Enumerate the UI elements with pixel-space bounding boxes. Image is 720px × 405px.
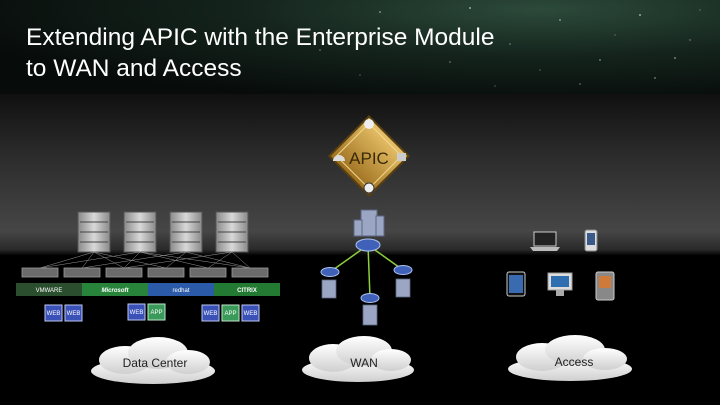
router-icon <box>355 238 381 252</box>
cloud-wan <box>302 336 414 382</box>
slide-title: Extending APIC with the Enterprise Modul… <box>26 22 494 84</box>
branch-building-icon <box>362 304 378 326</box>
hypervisor-bar: VMWARE Microsoft redhat CITRIX <box>16 283 280 296</box>
router-icon <box>320 267 340 277</box>
laptop-icon <box>530 231 560 251</box>
apic-controller: APIC <box>327 114 411 198</box>
cloud-access <box>508 335 632 381</box>
vendor-citrix: CITRIX <box>237 288 257 294</box>
router-icon <box>360 293 380 303</box>
building-icon <box>353 209 385 237</box>
starfield-background <box>319 7 701 87</box>
workload-tiles: WEB WEB WEB APP WEB APP WEB <box>44 303 260 322</box>
title-line-1: Extending APIC with the Enterprise Modul… <box>26 24 495 51</box>
datacenter-servers <box>21 211 269 278</box>
branch-building-icon <box>321 279 337 299</box>
cloud-label-wan: WAN <box>350 356 378 370</box>
clock-icon <box>363 182 375 194</box>
gauge-icon <box>333 155 345 161</box>
vendor-redhat: redhat <box>172 288 189 294</box>
title-line-2: to WAN and Access <box>26 55 242 82</box>
cloud-data-center <box>91 337 215 384</box>
tile-web: WEB <box>67 311 81 317</box>
tile-web: WEB <box>204 311 218 317</box>
cloud-label-access: Access <box>554 355 594 369</box>
branch-building-icon <box>395 278 411 298</box>
slide-header: Extending APIC with the Enterprise Modul… <box>0 0 720 94</box>
access-devices <box>506 229 615 301</box>
tile-app: APP <box>224 311 236 317</box>
vendor-microsoft: Microsoft <box>102 288 130 294</box>
router-icon <box>393 265 413 275</box>
cloud-label-data-center: Data Center <box>122 356 188 370</box>
user-icon <box>364 119 374 129</box>
tile-app: APP <box>150 310 162 316</box>
tile-web: WEB <box>130 310 144 316</box>
tile-web: WEB <box>47 311 61 317</box>
wan-topology <box>320 209 413 326</box>
lock-icon <box>397 153 406 161</box>
vendor-vmware: VMWARE <box>36 288 63 294</box>
tile-web: WEB <box>244 311 258 317</box>
apic-label: APIC <box>349 149 389 168</box>
